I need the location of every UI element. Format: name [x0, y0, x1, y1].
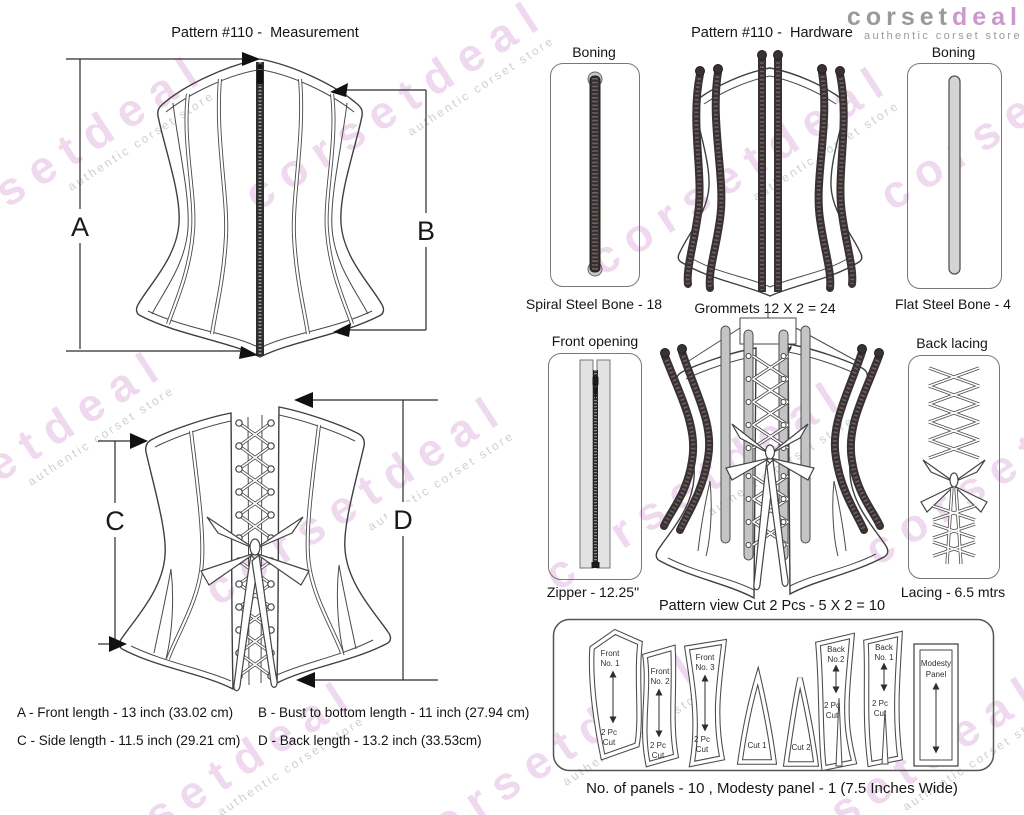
svg-text:Front: Front: [651, 667, 670, 676]
side-bones: [683, 64, 857, 292]
zipper-drawing: [579, 359, 611, 569]
busk-bones: [757, 50, 783, 292]
grommets-caption: Grommets 12 X 2 = 24: [694, 300, 836, 316]
svg-text:No. 1: No. 1: [600, 659, 620, 668]
flat-bone-caption: Flat Steel Bone - 4: [895, 296, 1011, 312]
svg-text:Cut: Cut: [696, 745, 709, 754]
svg-text:Cut 2: Cut 2: [791, 743, 811, 752]
svg-text:Panel: Panel: [926, 670, 947, 679]
zipper-caption: Zipper - 12.25": [546, 584, 640, 600]
piece-front-2: Front No. 2 2 Pc Cut: [641, 644, 680, 768]
svg-text:No. 1: No. 1: [874, 653, 894, 662]
back-lacing-box: [908, 355, 1000, 579]
svg-text:Cut: Cut: [874, 709, 887, 718]
panel-seams: [151, 78, 369, 335]
piece-cut-2: Cut 2: [782, 677, 820, 767]
dimension-C: C: [98, 433, 148, 652]
back-panel-seams: [166, 414, 344, 686]
hip-gussets: [697, 480, 847, 557]
piece-front-1: Front No. 1 2 Pc Cut: [588, 628, 643, 761]
flat-bone-label: Boning: [931, 44, 976, 60]
svg-text:2 Pc: 2 Pc: [601, 728, 617, 737]
grommets-callout: [683, 306, 863, 365]
svg-text:No. 3: No. 3: [695, 663, 715, 672]
lacing-caption: Lacing - 6.5 mtrs: [900, 584, 1006, 600]
svg-text:No. 2: No. 2: [650, 677, 670, 686]
logo-text-corset: corset: [846, 3, 952, 31]
dimension-B: B: [330, 83, 439, 337]
front-corset-measurement-diagram: A B: [66, 52, 439, 359]
svg-text:Cut: Cut: [652, 751, 665, 760]
svg-text:Cut: Cut: [603, 738, 616, 747]
dim-label-d: D: [393, 505, 413, 535]
svg-text:2 Pc: 2 Pc: [872, 699, 888, 708]
piece-modesty-panel: Modesty Panel: [913, 643, 959, 767]
svg-text:Modesty: Modesty: [921, 659, 951, 668]
dimension-D: D: [294, 392, 438, 688]
note-front-length: A - Front length - 13 inch (33.02 cm): [17, 705, 234, 720]
corsetdeal-logo: corsetdeal authentic corset store: [847, 5, 1022, 42]
piece-front-3: Front No. 3 2 Pc Cut: [683, 638, 728, 768]
back-corset-measurement-diagram: C D: [98, 392, 438, 692]
svg-text:2 Pc: 2 Pc: [824, 701, 840, 710]
flat-bone-box: [907, 63, 1002, 289]
piece-cut-1: Cut 1: [736, 665, 778, 765]
piece-back-1: Back No. 1 2 Pc Cut: [863, 630, 904, 768]
hardware-back-corset-diagram: [655, 306, 889, 600]
pattern-pieces-diagram: Front No. 1 2 Pc Cut Front No. 2 2 Pc Cu…: [552, 618, 995, 772]
front-zipper: [256, 62, 264, 356]
lacing-drawing: [920, 366, 988, 565]
grommet-dots: [745, 353, 787, 548]
zipper-box: [548, 353, 642, 580]
svg-text:Front: Front: [601, 649, 620, 658]
svg-text:No.2: No.2: [828, 655, 845, 664]
front-opening-label: Front opening: [551, 333, 639, 349]
spiral-bone-caption: Spiral Steel Bone - 18: [525, 296, 663, 312]
flat-bone-drawing: [948, 75, 961, 275]
logo-text-deal: deal: [951, 3, 1022, 31]
pattern-view-title: Pattern view Cut 2 Pcs - 5 X 2 = 10: [658, 598, 886, 614]
spiral-bone-label: Boning: [572, 44, 616, 60]
measurement-title: Pattern #110 - Measurement: [171, 25, 359, 41]
svg-text:Cut: Cut: [826, 711, 839, 720]
svg-text:Back: Back: [827, 645, 846, 654]
note-side-length: C - Side length - 11.5 inch (29.21 cm): [17, 733, 241, 748]
hardware-front-corset-diagram: [677, 50, 863, 297]
hip-gussets: [153, 564, 357, 660]
logo-tagline: authentic corset store: [864, 30, 1022, 42]
lacing-bow: [725, 423, 815, 591]
piece-back-2: Back No.2 2 Pc Cut: [815, 632, 858, 772]
svg-text:Front: Front: [696, 653, 715, 662]
side-bones: [660, 344, 884, 534]
svg-text:2 Pc: 2 Pc: [694, 735, 710, 744]
dim-label-a: A: [71, 212, 89, 242]
spiral-bone-box: [550, 63, 640, 287]
svg-text:2 Pc: 2 Pc: [650, 741, 666, 750]
dim-label-b: B: [417, 216, 435, 246]
panels-footer: No. of panels - 10 , Modesty panel - 1 (…: [586, 780, 958, 797]
dim-label-c: C: [105, 506, 125, 536]
note-bust-length: B - Bust to bottom length - 11 inch (27.…: [258, 705, 530, 720]
hardware-title: Pattern #110 - Hardware: [691, 25, 853, 41]
spiral-bone-drawing: [587, 71, 603, 277]
lacing-bow: [200, 516, 310, 692]
svg-text:Cut 1: Cut 1: [747, 741, 767, 750]
note-back-length: D - Back length - 13.2 inch (33.53cm): [258, 733, 482, 748]
back-lacing-label: Back lacing: [916, 335, 988, 351]
dimension-A: A: [66, 52, 260, 359]
svg-text:Back: Back: [875, 643, 894, 652]
